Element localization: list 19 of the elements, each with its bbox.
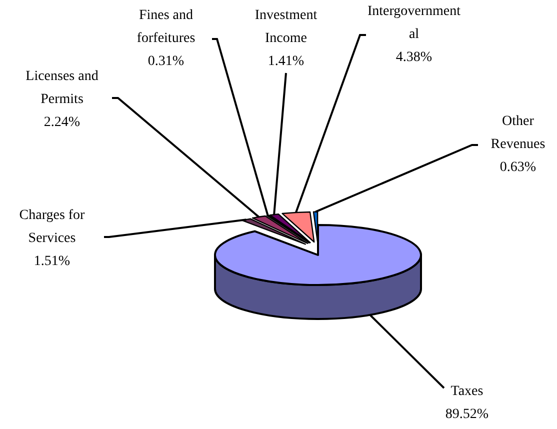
leader-line [212, 38, 269, 216]
leader-line [273, 72, 287, 215]
leader-line [315, 144, 478, 213]
pie-slice [312, 211, 318, 242]
pie-slice [214, 224, 422, 320]
pie-slice [252, 215, 308, 244]
pie-slice [282, 211, 315, 243]
leader-line [295, 34, 366, 213]
data-label: Intergovernmental 4.38% [366, 0, 462, 69]
data-label: Licenses and Permits 2.24% [12, 65, 112, 134]
pie-slice [242, 218, 306, 245]
leader-line [112, 97, 260, 218]
data-label: Fines and forfeitures 0.31% [120, 4, 212, 73]
data-label: Other Revenues 0.63% [478, 110, 557, 179]
data-label: Investment Income 1.41% [238, 4, 334, 73]
leader-line [104, 218, 246, 238]
data-label: Charges for Services 1.51% [0, 204, 104, 273]
leader-line [369, 314, 445, 389]
data-label: Taxes 89.52% [444, 380, 490, 426]
